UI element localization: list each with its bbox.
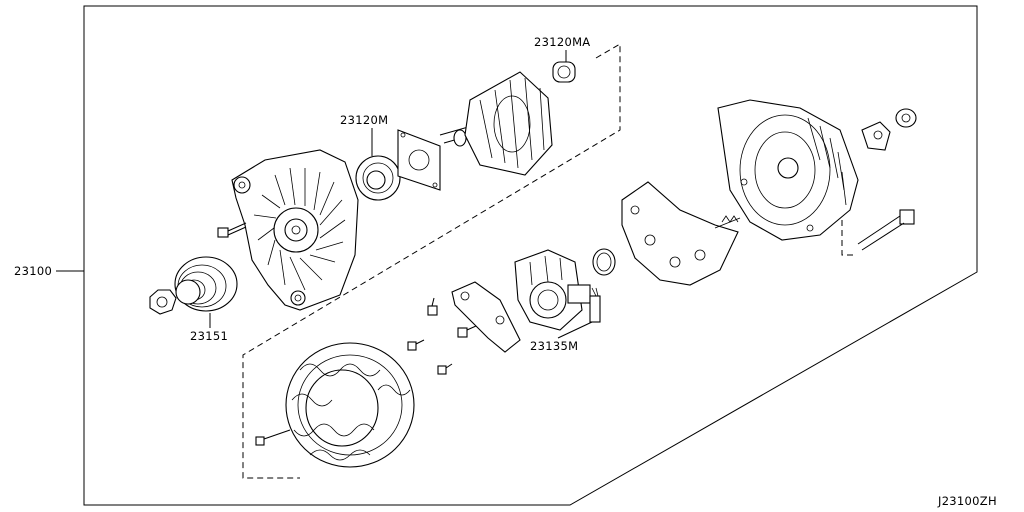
rear-cover-dashed-link xyxy=(841,210,856,256)
terminal-nut xyxy=(895,108,917,128)
stator xyxy=(285,342,415,468)
terminal-insulator xyxy=(861,121,891,151)
rear-cover xyxy=(717,99,859,241)
bracket-plate xyxy=(451,281,521,353)
screw-3 xyxy=(437,363,453,375)
rectifier xyxy=(621,181,741,286)
brushes xyxy=(589,287,601,323)
rotor xyxy=(439,71,553,176)
seal-ring xyxy=(592,248,616,276)
front-bolt xyxy=(217,222,247,238)
leader-23135m xyxy=(557,321,593,339)
assembly-frame xyxy=(83,5,978,506)
regulator-brush-holder xyxy=(514,249,591,331)
label-23100: 23100 xyxy=(14,264,52,278)
screw-4 xyxy=(457,325,477,338)
label-23120ma: 23120MA xyxy=(534,35,590,49)
stator-bolt xyxy=(255,429,291,446)
screw-2 xyxy=(407,339,425,351)
pulley-nut xyxy=(149,289,177,315)
diagram-code: J23100ZH xyxy=(937,494,997,508)
screw-1 xyxy=(427,297,438,316)
front-housing xyxy=(231,149,359,311)
front-bearing xyxy=(355,155,401,201)
bearing-retainer-plate xyxy=(397,129,441,191)
label-23135m: 23135M xyxy=(530,339,578,353)
label-23151: 23151 xyxy=(190,329,228,343)
subassembly-boundary-dashed xyxy=(242,43,621,479)
pulley xyxy=(174,256,238,312)
label-23120m: 23120M xyxy=(340,113,388,127)
through-bolt xyxy=(857,209,915,251)
rear-bearing xyxy=(552,61,576,83)
